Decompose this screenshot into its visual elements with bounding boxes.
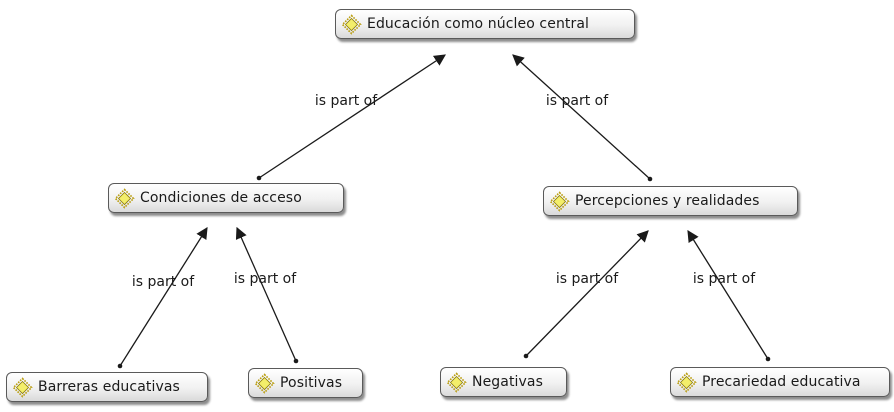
node-label: Percepciones y realidades (575, 193, 760, 209)
edge-label-condiciones-root: is part of (314, 93, 378, 109)
icon-outline (341, 13, 362, 35)
code-diamond-icon (446, 371, 467, 393)
icon-outline (12, 376, 33, 398)
node-label: Negativas (472, 374, 543, 390)
node-label: Precariedad educativa (702, 374, 861, 390)
node-positivas[interactable]: Positivas (248, 368, 363, 398)
node-negativas[interactable]: Negativas (440, 367, 567, 397)
edge-condiciones-root (258, 54, 446, 179)
edge-negativas-percepciones-tail-dot (523, 353, 529, 359)
node-barreras-educativas[interactable]: Barreras educativas (6, 372, 208, 402)
icon-fill (449, 375, 464, 389)
code-diamond-icon (12, 376, 33, 398)
node-condiciones-de-acceso[interactable]: Condiciones de acceso (108, 183, 344, 213)
icon-fill (552, 194, 567, 208)
edge-precariedad-percepciones-tail-dot (765, 356, 771, 362)
edge-label-positivas-condiciones: is part of (233, 271, 297, 287)
edge-barreras-condiciones-tail-dot (117, 363, 123, 369)
edge-condiciones-root-tail-dot (256, 175, 262, 181)
edge-positivas-condiciones (235, 226, 297, 362)
edge-label-precariedad-percepciones: is part of (692, 271, 756, 287)
edge-percepciones-root (512, 54, 651, 180)
icon-fill (117, 191, 132, 205)
icon-outline (676, 371, 697, 393)
edge-label-barreras-condiciones: is part of (131, 274, 195, 290)
icon-fill (257, 376, 272, 390)
edge-label-percepciones-root: is part of (545, 93, 609, 109)
code-diamond-icon (676, 371, 697, 393)
edge-precariedad-percepciones (687, 230, 769, 360)
node-label: Condiciones de acceso (140, 190, 302, 206)
code-diamond-icon (114, 187, 135, 209)
node-label: Positivas (280, 375, 343, 391)
code-diamond-icon (254, 372, 275, 394)
node-label: Educación como núcleo central (367, 16, 590, 32)
node-label: Barreras educativas (38, 379, 180, 395)
icon-fill (679, 375, 694, 389)
icon-outline (254, 372, 275, 394)
icon-fill (344, 17, 359, 31)
icon-fill (15, 380, 30, 394)
node-precariedad-educativa[interactable]: Precariedad educativa (670, 367, 890, 397)
icon-outline (114, 187, 135, 209)
icon-outline (446, 371, 467, 393)
code-diamond-icon (341, 13, 362, 35)
edge-percepciones-root-tail-dot (647, 176, 653, 182)
code-diamond-icon (549, 190, 570, 212)
edge-positivas-condiciones-tail-dot (293, 358, 299, 364)
node-educacion-nucleo-central[interactable]: Educación como núcleo central (335, 9, 635, 39)
edge-negativas-percepciones (525, 230, 649, 357)
edge-barreras-condiciones (119, 227, 208, 367)
icon-outline (549, 190, 570, 212)
edge-label-negativas-percepciones: is part of (555, 271, 619, 287)
node-percepciones-y-realidades[interactable]: Percepciones y realidades (543, 186, 798, 216)
